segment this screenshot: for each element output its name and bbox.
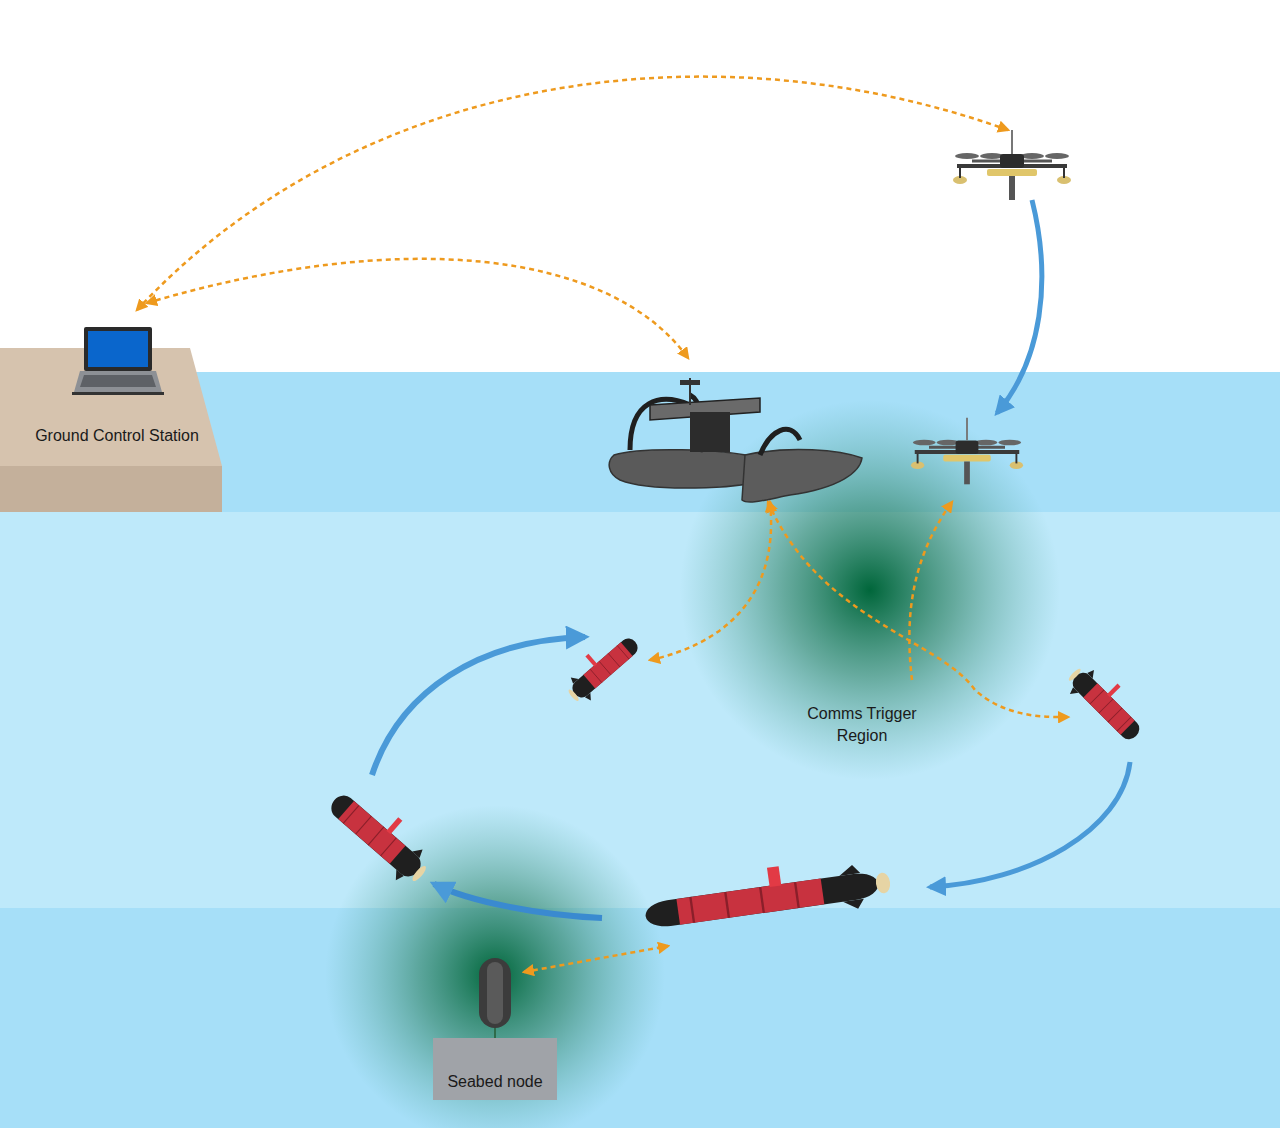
surface-vessel: [609, 378, 862, 502]
laptop-icon: [72, 327, 164, 395]
comms-trigger-region-shape: [680, 400, 1060, 780]
underwater-vehicle: [1061, 656, 1153, 748]
sky: [0, 0, 1280, 372]
node-label: Comms Trigger Region: [792, 703, 932, 747]
mid-water: [0, 512, 1280, 908]
mission-path-arrow: [434, 884, 602, 918]
node-label: Ground Control Station: [12, 425, 222, 447]
seabed-node-box: Seabed node: [433, 1038, 557, 1100]
comms-link: [524, 946, 668, 972]
mission-path-arrow: [930, 762, 1130, 887]
comms-trigger-region: Comms Trigger Region: [680, 400, 1060, 780]
comms-link: [147, 259, 688, 358]
seabed-node-box-shape: [433, 1038, 557, 1100]
seabed-comms-glow: [325, 805, 665, 1128]
aerial-drone: [953, 130, 1071, 200]
comms-link: [768, 502, 1068, 717]
ground-station-platform: Ground Control Station: [0, 348, 222, 512]
underwater-vehicle: [558, 625, 646, 708]
comms-links: [137, 77, 1068, 972]
comms-link: [650, 502, 771, 660]
seabed-beacon: [479, 958, 511, 1038]
underwater-vehicle: [641, 851, 893, 938]
mission-path-arrow: [997, 200, 1042, 413]
comms-link: [909, 502, 952, 680]
underwater-vehicle: [321, 778, 440, 891]
mission-path-arrow: [372, 637, 585, 775]
comms-link: [137, 77, 1008, 310]
node-label: Seabed node: [433, 1071, 557, 1093]
aerial-drone: [911, 418, 1023, 485]
